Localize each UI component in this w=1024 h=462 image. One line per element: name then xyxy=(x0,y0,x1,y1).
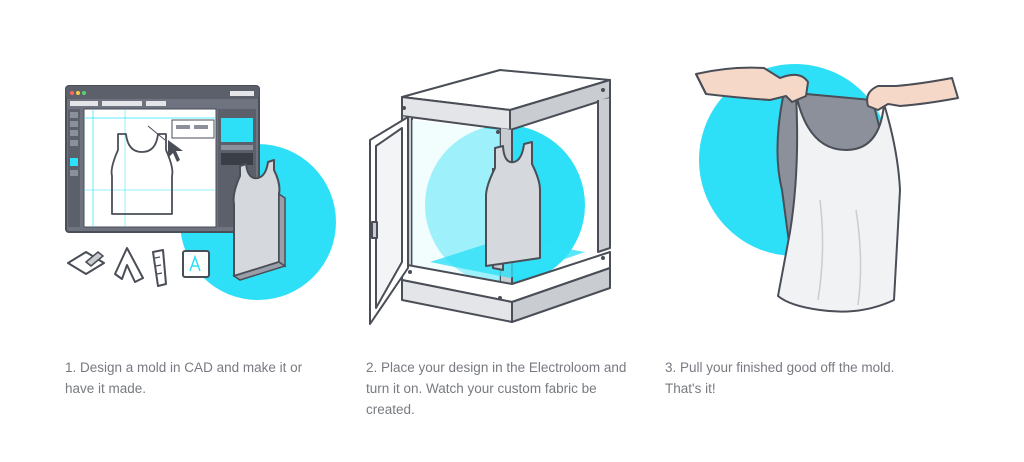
right-hand xyxy=(866,77,959,111)
step-1-illustration xyxy=(65,85,336,300)
step-3-illustration xyxy=(695,64,959,313)
step-2-illustration xyxy=(369,69,611,325)
pen-icon xyxy=(67,251,105,275)
electroloom-machine xyxy=(401,69,611,323)
cursor-icon xyxy=(168,140,183,162)
saw-icon xyxy=(152,249,167,287)
left-hand xyxy=(695,66,809,103)
tank-top-mold xyxy=(232,159,287,281)
machine-bolts xyxy=(402,88,605,300)
ruler-icon xyxy=(114,247,144,283)
step-2-caption: 2. Place your design in the Electroloom … xyxy=(366,360,627,417)
cad-window xyxy=(65,85,260,233)
step-3-caption: 3. Pull your finished good off the mold.… xyxy=(665,360,895,396)
step-1-caption: 1. Design a mold in CAD and make it or h… xyxy=(65,360,303,396)
tank-top xyxy=(777,93,901,313)
machine-door xyxy=(369,116,409,325)
text-tool-icon xyxy=(182,250,210,278)
